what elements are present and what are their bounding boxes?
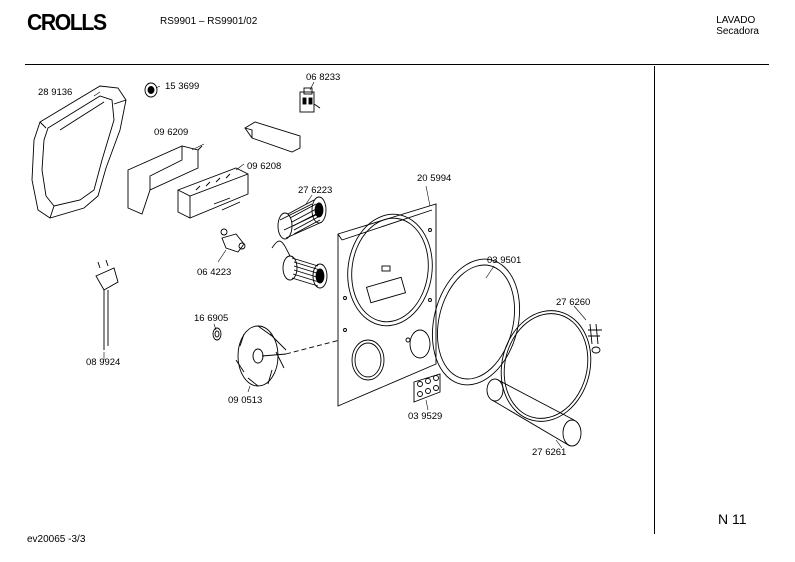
fan-wheel-drawing [235,325,287,387]
heating-coil-bottom-drawing [271,240,328,289]
part-label-205994: 20 5994 [417,173,452,184]
part-label-166905: 16 6905 [194,313,229,324]
bracket-drawing [244,121,301,153]
leader-lines [93,81,587,449]
part-label-289136: 28 9136 [38,87,73,98]
terminal-block-drawing [177,167,249,219]
category-block: LAVADO Secadora [716,15,759,37]
rear-panel-drawing [337,203,437,407]
part-label-090513: 09 0513 [228,395,263,406]
part-label-276260: 27 6260 [556,297,591,308]
page-code: N 11 [718,511,747,527]
part-label-153699: 15 3699 [165,81,200,92]
drum-cylinder-drawing [486,378,582,447]
duct-frame-drawing [31,85,127,219]
connector-block-drawing [413,373,441,403]
part-label-064223: 06 4223 [197,267,232,278]
drum-belt-drawing [500,310,602,422]
part-label-039529: 03 9529 [408,411,443,422]
sidebar-divider [654,66,655,534]
part-label-276223: 27 6223 [298,185,333,196]
header-divider [25,64,769,65]
knob-drawing [144,82,158,98]
clip-drawing [220,228,246,253]
cover-plate-drawing [127,145,203,215]
model-number: RS9901 – RS9901/02 [160,16,258,27]
fan-axis-line [285,339,341,355]
part-label-096209: 09 6209 [154,127,189,138]
part-label-276261: 27 6261 [532,447,567,458]
power-cord-drawing [95,259,119,350]
part-label-068233: 06 8233 [306,72,341,83]
brand-logo: CROLLS [27,9,107,35]
category-title: LAVADO [716,15,756,26]
part-label-089924: 08 9924 [86,357,121,368]
thermostat-drawing [299,87,321,113]
category-subtitle: Secadora [716,26,759,37]
seal-ring-drawing [431,258,521,386]
part-label-039501: 03 9501 [487,255,522,266]
part-label-096208: 09 6208 [247,161,282,172]
heating-coil-top-drawing [277,196,327,240]
nut-drawing [212,327,222,341]
document-footer: ev20065 -3/3 [27,534,86,545]
